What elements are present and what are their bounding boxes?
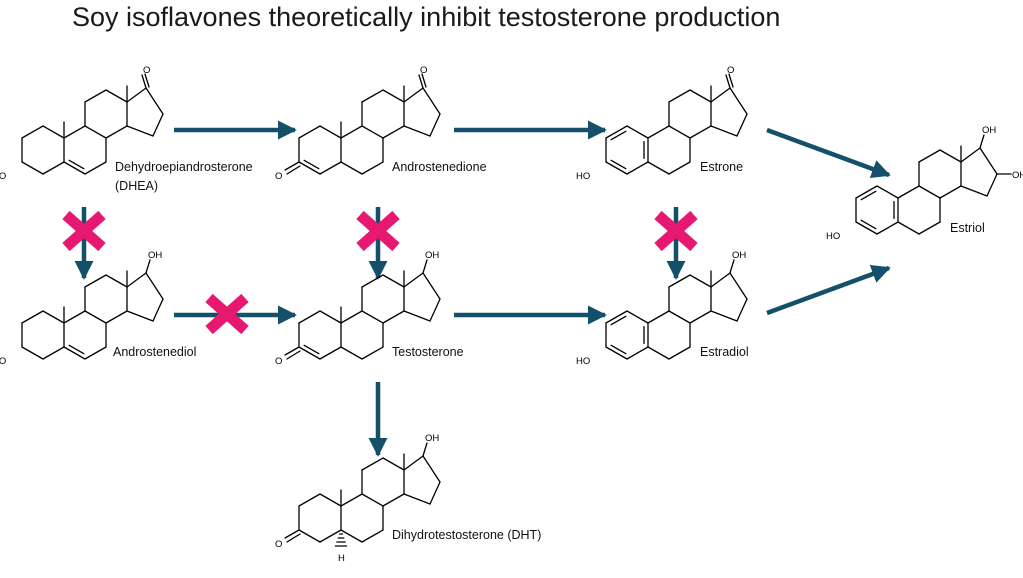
molecule-estradiol: HO OH (576, 250, 748, 367)
arrow-estrone-to-estriol (766, 127, 891, 178)
hydroxyl-label: HO (826, 231, 840, 242)
hydroxyl-label: HO (576, 171, 590, 182)
label-estrone: Estrone (700, 160, 743, 174)
molecule-estrone: HO O (576, 65, 748, 182)
hydroxyl-label: OH (732, 250, 746, 261)
hydroxyl-label: HO (0, 171, 6, 182)
page-title: Soy isoflavones theoretically inhibit te… (72, 2, 781, 32)
label-dhea-abbrev: (DHEA) (115, 179, 158, 193)
molecule-estriol: HO OH OH (826, 125, 1023, 242)
label-dhea: Dehydroepiandrosterone (115, 160, 253, 174)
reaction-arrows (74, 120, 891, 457)
inhibition-x-icon (356, 210, 400, 252)
inhibition-x-icon (205, 293, 249, 335)
oxo-label: O (275, 539, 282, 550)
label-androstenediol: Androstenediol (113, 345, 196, 359)
oxo-label: O (275, 356, 282, 367)
hydroxyl-label: HO (0, 356, 6, 367)
arrow-estradiol-to-estriol (766, 265, 891, 316)
hydroxyl-label: OH (148, 250, 162, 261)
oxo-label: O (143, 65, 150, 76)
oxo-label: O (275, 171, 282, 182)
molecule-androstenedione: OO (275, 65, 441, 182)
molecule-testosterone: O OH (275, 250, 441, 367)
oxo-label: O (420, 65, 427, 76)
label-dht: Dihydrotestosterone (DHT) (392, 528, 541, 542)
molecule-dht: O OH H (275, 433, 441, 564)
oxo-label: O (727, 65, 734, 76)
hydroxyl-label: OH (1012, 170, 1023, 181)
inhibition-x-icon (654, 210, 698, 252)
molecule-androstenediol: HO OH (0, 250, 164, 367)
molecule-dhea: HO O (0, 65, 164, 182)
hydrogen-label: H (338, 553, 345, 564)
label-androstenedione: Androstenedione (392, 160, 487, 174)
hydroxyl-label: OH (982, 125, 996, 136)
hydroxyl-label: HO (576, 356, 590, 367)
inhibition-markers (62, 210, 698, 335)
label-estradiol: Estradiol (700, 345, 749, 359)
label-testosterone: Testosterone (392, 345, 464, 359)
hydroxyl-label: OH (425, 250, 439, 261)
inhibition-x-icon (62, 210, 106, 252)
compound-labels: Dehydroepiandrosterone (DHEA) Androstene… (113, 160, 985, 542)
hydroxyl-label: OH (425, 433, 439, 444)
label-estriol: Estriol (950, 221, 985, 235)
